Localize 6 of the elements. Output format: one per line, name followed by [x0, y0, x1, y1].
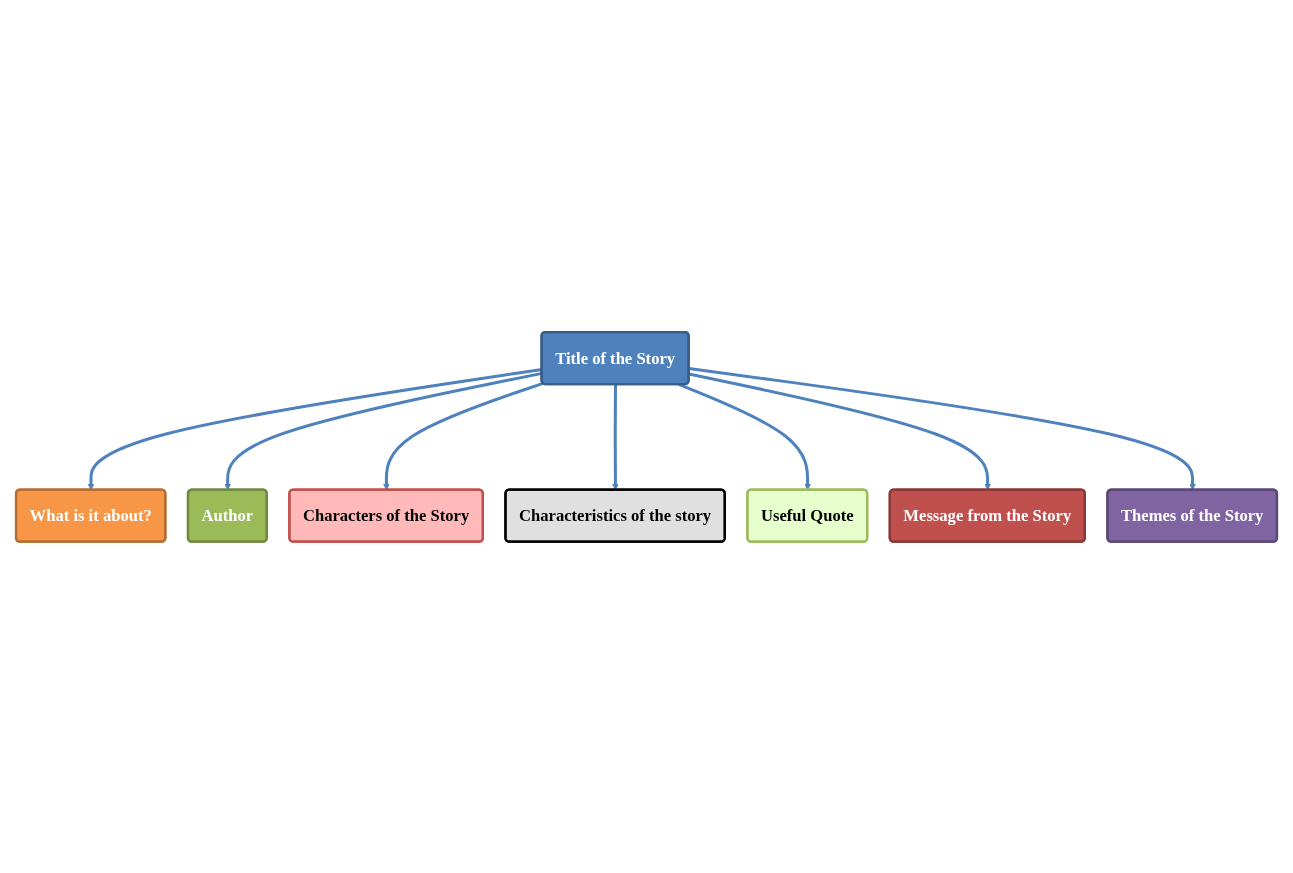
arrow	[688, 366, 1196, 490]
arrow	[224, 371, 543, 490]
arrow	[87, 367, 543, 490]
arrow	[688, 372, 991, 490]
arrow	[612, 384, 619, 490]
arrow	[383, 381, 544, 490]
